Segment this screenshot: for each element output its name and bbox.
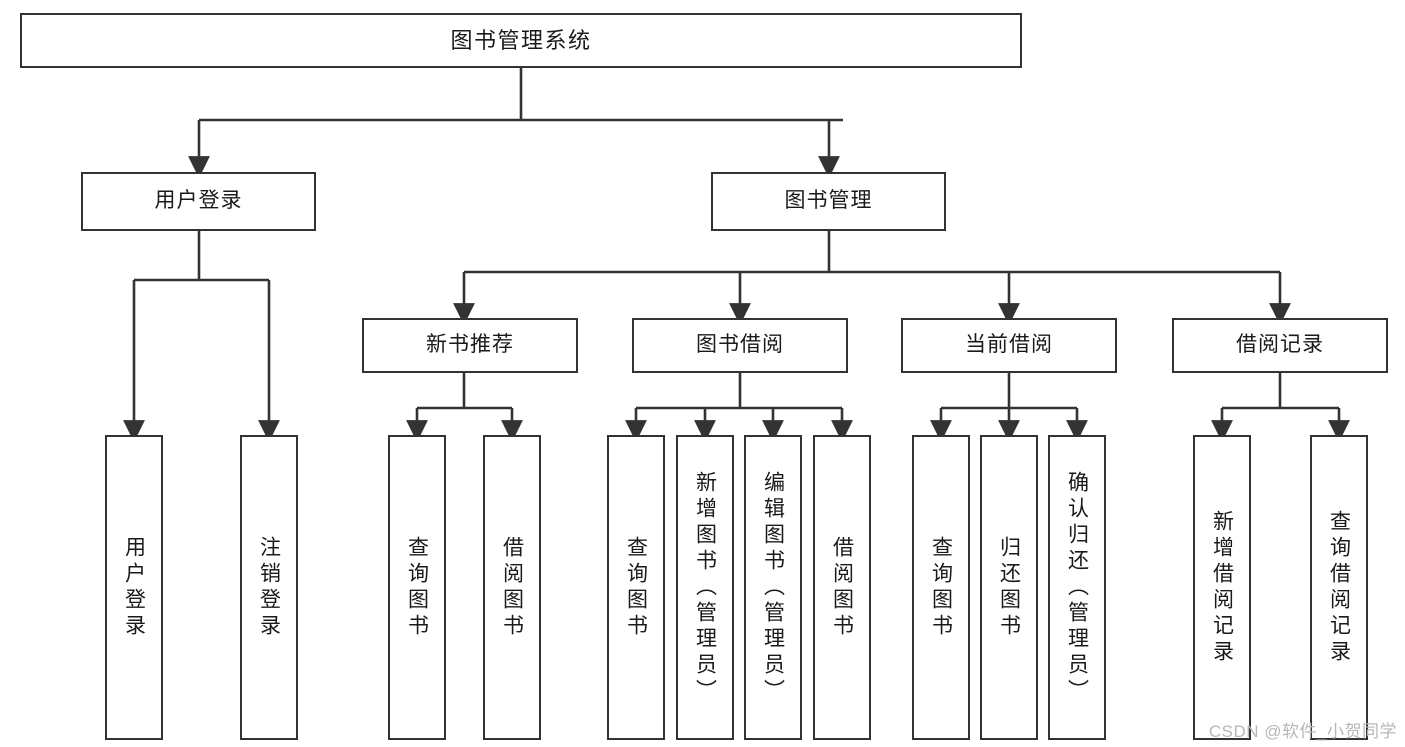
node-leaf-record-add[interactable]: 新增借阅记录 [1193, 435, 1251, 740]
node-leaf-cur-query-label: 查询图书 [929, 535, 953, 640]
node-leaf-record-add-label: 新增借阅记录 [1210, 509, 1234, 666]
node-book-borrow[interactable]: 图书借阅 [632, 318, 848, 373]
node-leaf-borrow-edit-label: 编辑图书（管理员） [761, 470, 785, 705]
node-leaf-borrow-query-label: 查询图书 [624, 535, 648, 640]
node-leaf-cur-confirm-label: 确认归还（管理员） [1065, 470, 1089, 705]
node-leaf-record-search[interactable]: 查询借阅记录 [1310, 435, 1368, 740]
node-leaf-borrow-borrow[interactable]: 借阅图书 [813, 435, 871, 740]
node-leaf-borrow-add[interactable]: 新增图书（管理员） [676, 435, 734, 740]
node-book-borrow-label: 图书借阅 [696, 333, 784, 357]
node-leaf-user-login[interactable]: 用户登录 [105, 435, 163, 740]
node-current-borrow[interactable]: 当前借阅 [901, 318, 1117, 373]
node-leaf-user-login-label: 用户登录 [122, 535, 146, 640]
node-leaf-cur-confirm[interactable]: 确认归还（管理员） [1048, 435, 1106, 740]
node-leaf-record-search-label: 查询借阅记录 [1327, 509, 1351, 666]
node-leaf-borrow-add-label: 新增图书（管理员） [693, 470, 717, 705]
node-borrow-record-label: 借阅记录 [1236, 333, 1324, 357]
node-current-borrow-label: 当前借阅 [965, 333, 1053, 357]
node-leaf-rec-borrow-label: 借阅图书 [500, 535, 524, 640]
node-root-label: 图书管理系统 [450, 27, 592, 53]
node-user-login[interactable]: 用户登录 [81, 172, 316, 231]
node-root[interactable]: 图书管理系统 [20, 13, 1022, 68]
node-new-book-rec[interactable]: 新书推荐 [362, 318, 578, 373]
node-book-manage[interactable]: 图书管理 [711, 172, 946, 231]
node-leaf-rec-query[interactable]: 查询图书 [388, 435, 446, 740]
node-leaf-user-logout[interactable]: 注销登录 [240, 435, 298, 740]
node-leaf-cur-return-label: 归还图书 [997, 535, 1021, 640]
node-leaf-rec-borrow[interactable]: 借阅图书 [483, 435, 541, 740]
node-leaf-borrow-borrow-label: 借阅图书 [830, 535, 854, 640]
node-book-manage-label: 图书管理 [784, 189, 873, 213]
node-leaf-rec-query-label: 查询图书 [405, 535, 429, 640]
node-leaf-cur-query[interactable]: 查询图书 [912, 435, 970, 740]
node-leaf-user-logout-label: 注销登录 [257, 535, 281, 640]
node-user-login-label: 用户登录 [154, 189, 243, 213]
node-leaf-borrow-query[interactable]: 查询图书 [607, 435, 665, 740]
watermark: CSDN @软件_小贺同学 [1208, 722, 1397, 741]
node-leaf-borrow-edit[interactable]: 编辑图书（管理员） [744, 435, 802, 740]
node-borrow-record[interactable]: 借阅记录 [1172, 318, 1388, 373]
node-new-book-rec-label: 新书推荐 [426, 333, 514, 357]
node-leaf-cur-return[interactable]: 归还图书 [980, 435, 1038, 740]
